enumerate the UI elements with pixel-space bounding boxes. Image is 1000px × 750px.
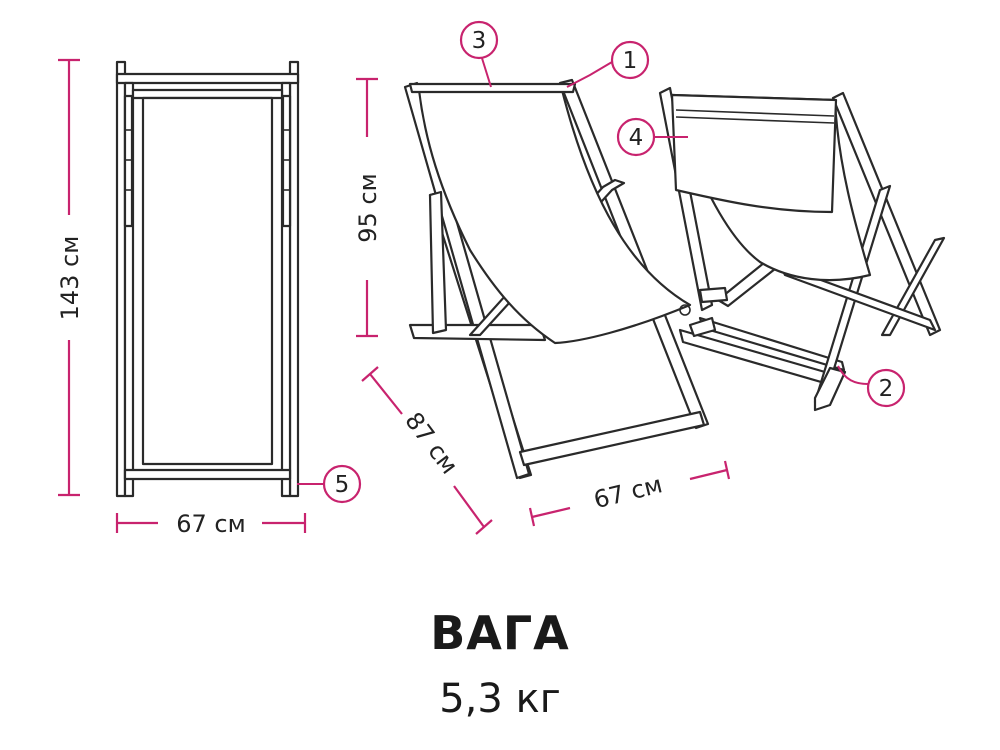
side-view-chair: [403, 78, 710, 480]
width-front-label: 67 см: [176, 510, 245, 538]
callout-5-label: 5: [335, 472, 350, 498]
callout-1-label: 1: [623, 48, 638, 74]
product-weight: 5,3 кг: [439, 676, 561, 722]
dimension-backrest-height: 95 см: [354, 77, 382, 338]
depth-side-label: 87 см: [399, 407, 463, 479]
callout-5: 5: [297, 464, 362, 504]
product-name: ВАГА: [430, 606, 570, 660]
callout-4-label: 4: [629, 125, 644, 151]
dimension-height-total: 143 см: [56, 58, 84, 497]
callout-1: 1: [566, 40, 650, 88]
dimension-width-front: 67 см: [115, 510, 307, 538]
width-side-label: 67 см: [591, 470, 665, 514]
dimension-depth-side: 87 см: [361, 366, 493, 535]
backrest-height-label: 95 см: [354, 173, 382, 242]
callout-4: 4: [616, 117, 688, 157]
front-view-chair: [115, 60, 300, 498]
height-total-label: 143 см: [56, 236, 84, 321]
dimension-width-side: 67 см: [528, 460, 731, 527]
callout-3-label: 3: [472, 28, 487, 54]
callout-2-label: 2: [879, 376, 894, 402]
callout-3: 3: [459, 20, 499, 88]
callout-2: 2: [837, 365, 906, 408]
rear-view-chair: [658, 86, 946, 412]
